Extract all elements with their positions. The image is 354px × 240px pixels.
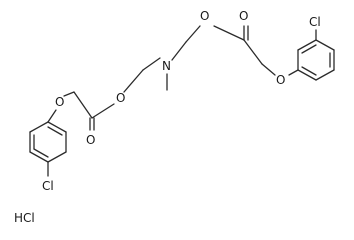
bond-ester-o-to-ch2-right xyxy=(185,25,201,43)
bond-ch2-to-ch2-left xyxy=(123,69,144,93)
left-benzene-ring xyxy=(29,121,67,163)
atom-o-carbonyl-left: O xyxy=(86,133,95,147)
bond-ring-to-o-right xyxy=(288,69,299,76)
bond-carbonyl-to-ch2-left xyxy=(73,91,93,119)
bond-o-to-ch2-right xyxy=(261,63,276,76)
bond-ch2-to-carbonyl-right xyxy=(243,39,263,65)
atom-o-carbonyl-right: O xyxy=(239,9,248,23)
right-benzene-ring xyxy=(297,39,335,81)
bond-ch2-to-n-right xyxy=(171,41,187,61)
atom-o-ester-left: O xyxy=(116,91,125,105)
bond-o-to-ring-left xyxy=(47,109,57,123)
atom-o-ether-left: O xyxy=(55,95,64,109)
atom-n-amine: N xyxy=(162,59,171,73)
bond-ch2-to-o-left xyxy=(63,91,75,97)
chemical-structure-diagram: Cl O O O N O O O Cl HCl xyxy=(14,9,335,225)
bond-ester-o-to-carbonyl-left xyxy=(91,103,115,119)
atom-o-ether-right: O xyxy=(276,73,285,87)
atom-cl-right: Cl xyxy=(309,15,321,29)
bond-n-to-ch2-left xyxy=(142,57,161,71)
atom-cl-left: Cl xyxy=(42,179,54,193)
salt-label-hcl: HCl xyxy=(14,211,35,225)
bond-carbonyl-to-ester-o-right xyxy=(213,25,245,41)
atom-o-ester-right: O xyxy=(200,9,209,23)
